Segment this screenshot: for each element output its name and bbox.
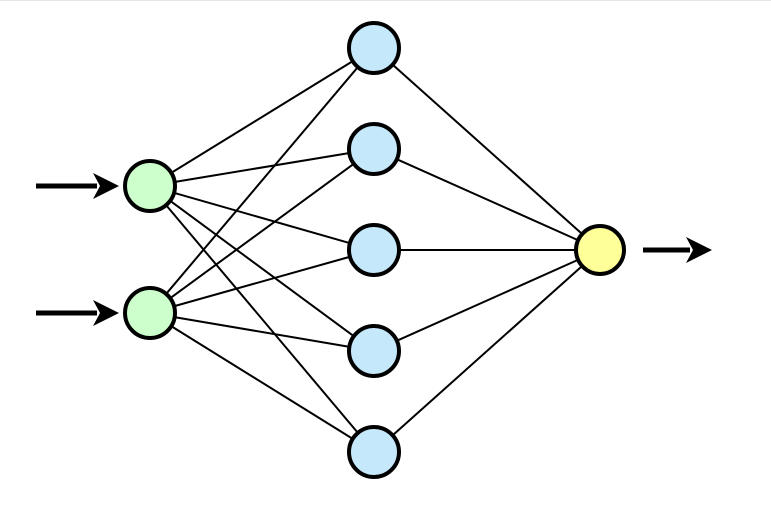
edge-in-2-to-h-1 bbox=[164, 65, 360, 296]
node-input-2[interactable] bbox=[123, 286, 177, 340]
input-arrow-bottom-head-icon bbox=[93, 300, 119, 326]
node-hidden-3[interactable] bbox=[347, 223, 401, 277]
node-hidden-4[interactable] bbox=[347, 324, 401, 378]
edge-in-1-to-h-1 bbox=[169, 59, 355, 175]
nodes-group bbox=[123, 21, 626, 479]
node-hidden-5[interactable] bbox=[347, 425, 401, 479]
input-arrow-bottom bbox=[36, 300, 119, 326]
io-arrows-group bbox=[36, 173, 712, 326]
node-input-1[interactable] bbox=[123, 159, 177, 213]
edge-in-2-to-h-4 bbox=[173, 316, 351, 348]
edge-h-2-to-out-1 bbox=[395, 157, 580, 242]
edge-in-1-to-h-4 bbox=[168, 199, 356, 338]
node-output-1[interactable] bbox=[574, 224, 626, 276]
edge-h-5-to-out-1 bbox=[391, 264, 584, 437]
input-arrow-top bbox=[36, 173, 119, 199]
edge-in-1-to-h-5 bbox=[164, 203, 360, 435]
edges-group bbox=[164, 59, 584, 441]
edge-h-1-to-out-1 bbox=[391, 63, 584, 236]
edge-in-1-to-h-3 bbox=[172, 191, 352, 245]
input-arrow-top-head-icon bbox=[93, 173, 119, 199]
edge-in-2-to-h-2 bbox=[168, 162, 356, 300]
edge-in-2-to-h-5 bbox=[169, 324, 355, 441]
edge-h-4-to-out-1 bbox=[395, 258, 580, 343]
output-arrow-head-icon bbox=[686, 237, 712, 263]
output-arrow bbox=[643, 237, 712, 263]
node-hidden-1[interactable] bbox=[347, 21, 401, 75]
node-hidden-2[interactable] bbox=[347, 122, 401, 176]
edge-in-1-to-h-2 bbox=[173, 151, 351, 184]
edge-in-2-to-h-3 bbox=[172, 255, 352, 308]
